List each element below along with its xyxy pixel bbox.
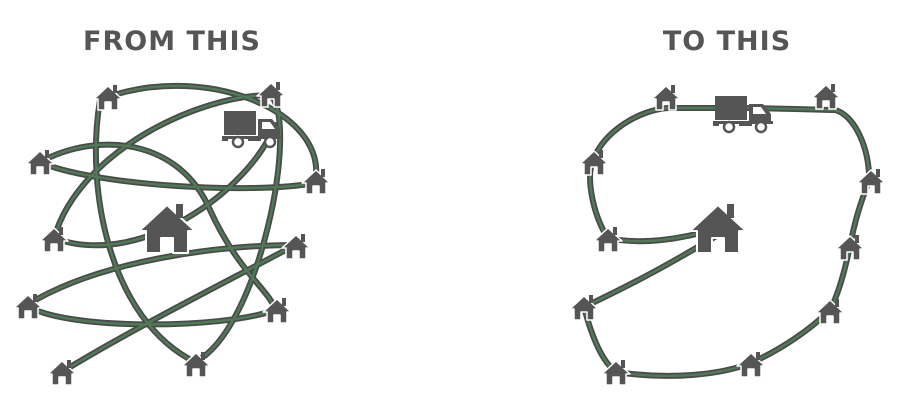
delivery-truck-icon [711, 94, 775, 134]
house-icon [262, 297, 292, 324]
after-title: TO THIS [662, 26, 792, 57]
house-icon [811, 83, 841, 110]
house-icon [301, 168, 331, 195]
delivery-truck-icon [220, 109, 284, 149]
house-icon [281, 233, 311, 260]
home-base-icon [689, 203, 747, 254]
house-icon [856, 168, 886, 195]
house-icon [579, 149, 609, 176]
home-base-icon [138, 203, 196, 254]
house-icon [593, 226, 623, 253]
tangled-routes [24, 82, 320, 375]
before-title: FROM THIS [83, 26, 261, 57]
house-icon [25, 149, 55, 176]
house-icon [39, 226, 69, 253]
house-icon [256, 81, 286, 108]
house-icon [93, 84, 123, 111]
house-icon [815, 298, 845, 325]
